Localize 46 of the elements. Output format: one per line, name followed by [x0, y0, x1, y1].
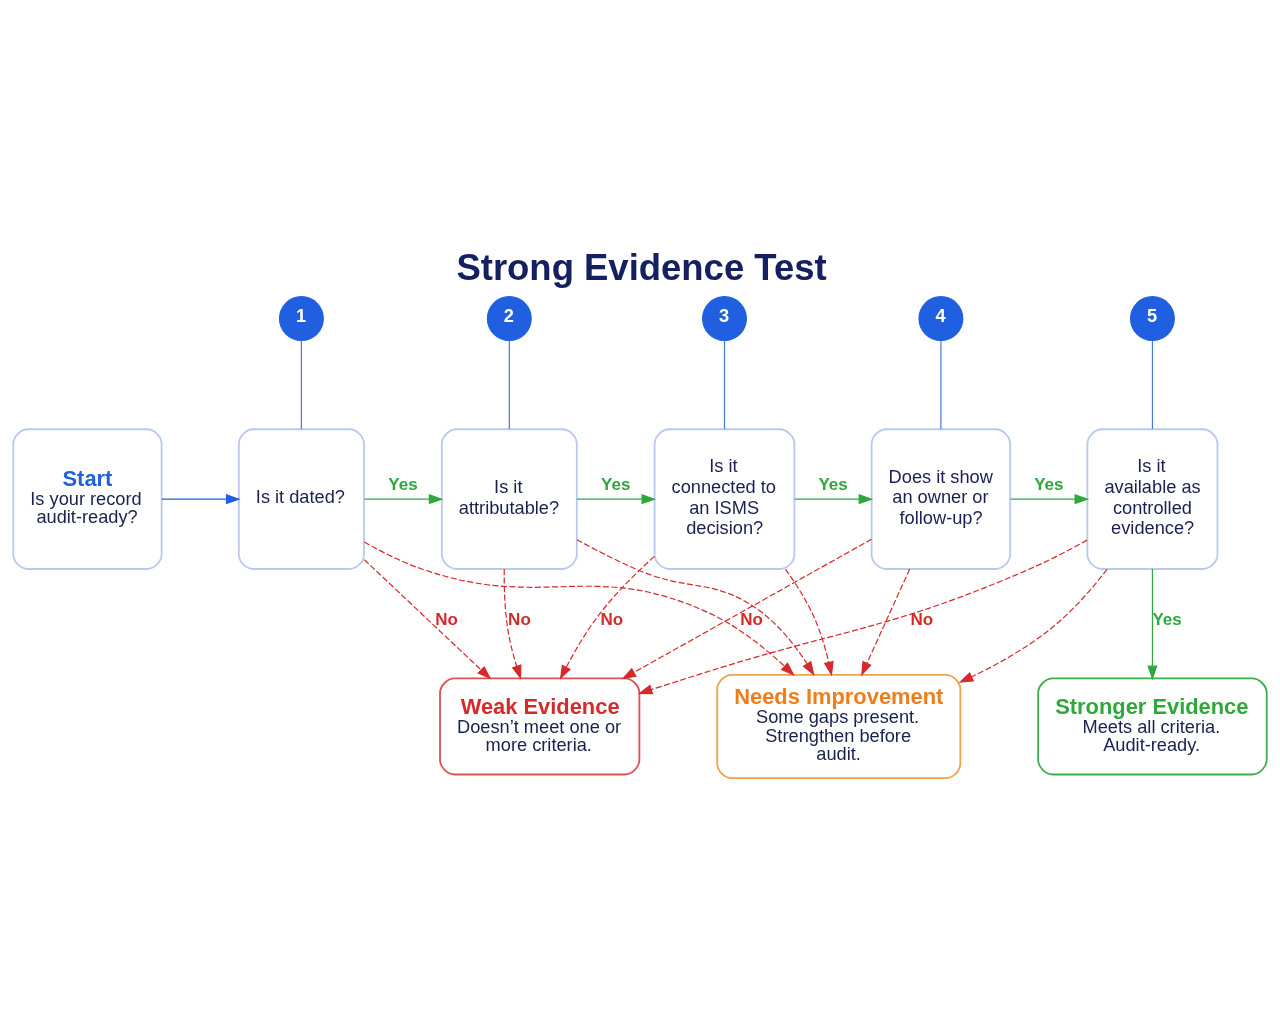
arrow: [363, 540, 795, 676]
node-box: Is it connected to an ISMS decision?: [653, 427, 796, 570]
node-circle: 5: [1129, 295, 1175, 341]
diagram-title: Strong Evidence Test: [456, 246, 827, 288]
arrow: [1010, 493, 1090, 504]
edge-label: Yes: [1152, 609, 1182, 629]
node-box: Does it show an owner or follow-up?: [870, 427, 1012, 570]
node-box: Is it available as controlled evidence?: [1086, 427, 1219, 570]
arrow: [363, 493, 444, 504]
edge-label: No: [740, 609, 763, 629]
edge-label: No: [508, 609, 531, 629]
edge-label: No: [910, 609, 934, 629]
arrow: [784, 568, 834, 676]
edge-label: No: [600, 609, 624, 629]
arrow: [637, 539, 1088, 694]
edge-label: No: [435, 609, 458, 629]
node-circle: 4: [918, 295, 964, 341]
edge-label: Yes: [818, 474, 848, 494]
node-box: Start Is your record audit-ready?: [12, 427, 163, 570]
node-circle: 2: [486, 295, 532, 341]
arrow: [503, 568, 522, 680]
node-circle: 3: [702, 295, 747, 341]
node-box: Is it attributable?: [440, 427, 578, 570]
edge-label: Yes: [601, 474, 631, 494]
node-box: Needs Improvement Some gaps present. Strengthen before audit.: [716, 673, 962, 779]
arrow: [559, 555, 656, 680]
connector: [508, 339, 510, 430]
arrow: [161, 493, 241, 504]
node-box: Stronger Evidence Meets all criteria. Audit-ready.: [1037, 677, 1268, 775]
node-circle: 1: [278, 295, 324, 341]
arrow: [1147, 567, 1158, 680]
node-box: Weak Evidence Doesn’t meet one or more criteria.: [439, 677, 641, 775]
edge-label: Yes: [1034, 474, 1064, 494]
arrow: [794, 493, 874, 504]
arrow: [363, 558, 492, 680]
arrow: [861, 567, 911, 676]
arrow: [958, 568, 1108, 683]
edge-label: Yes: [388, 474, 418, 494]
connector: [1151, 339, 1154, 430]
arrow: [621, 538, 873, 679]
connector: [940, 339, 942, 430]
arrow: [576, 493, 657, 504]
arrow: [576, 538, 815, 676]
connector: [300, 339, 303, 430]
connector: [723, 339, 726, 430]
node-box: Is it dated?: [237, 427, 365, 570]
